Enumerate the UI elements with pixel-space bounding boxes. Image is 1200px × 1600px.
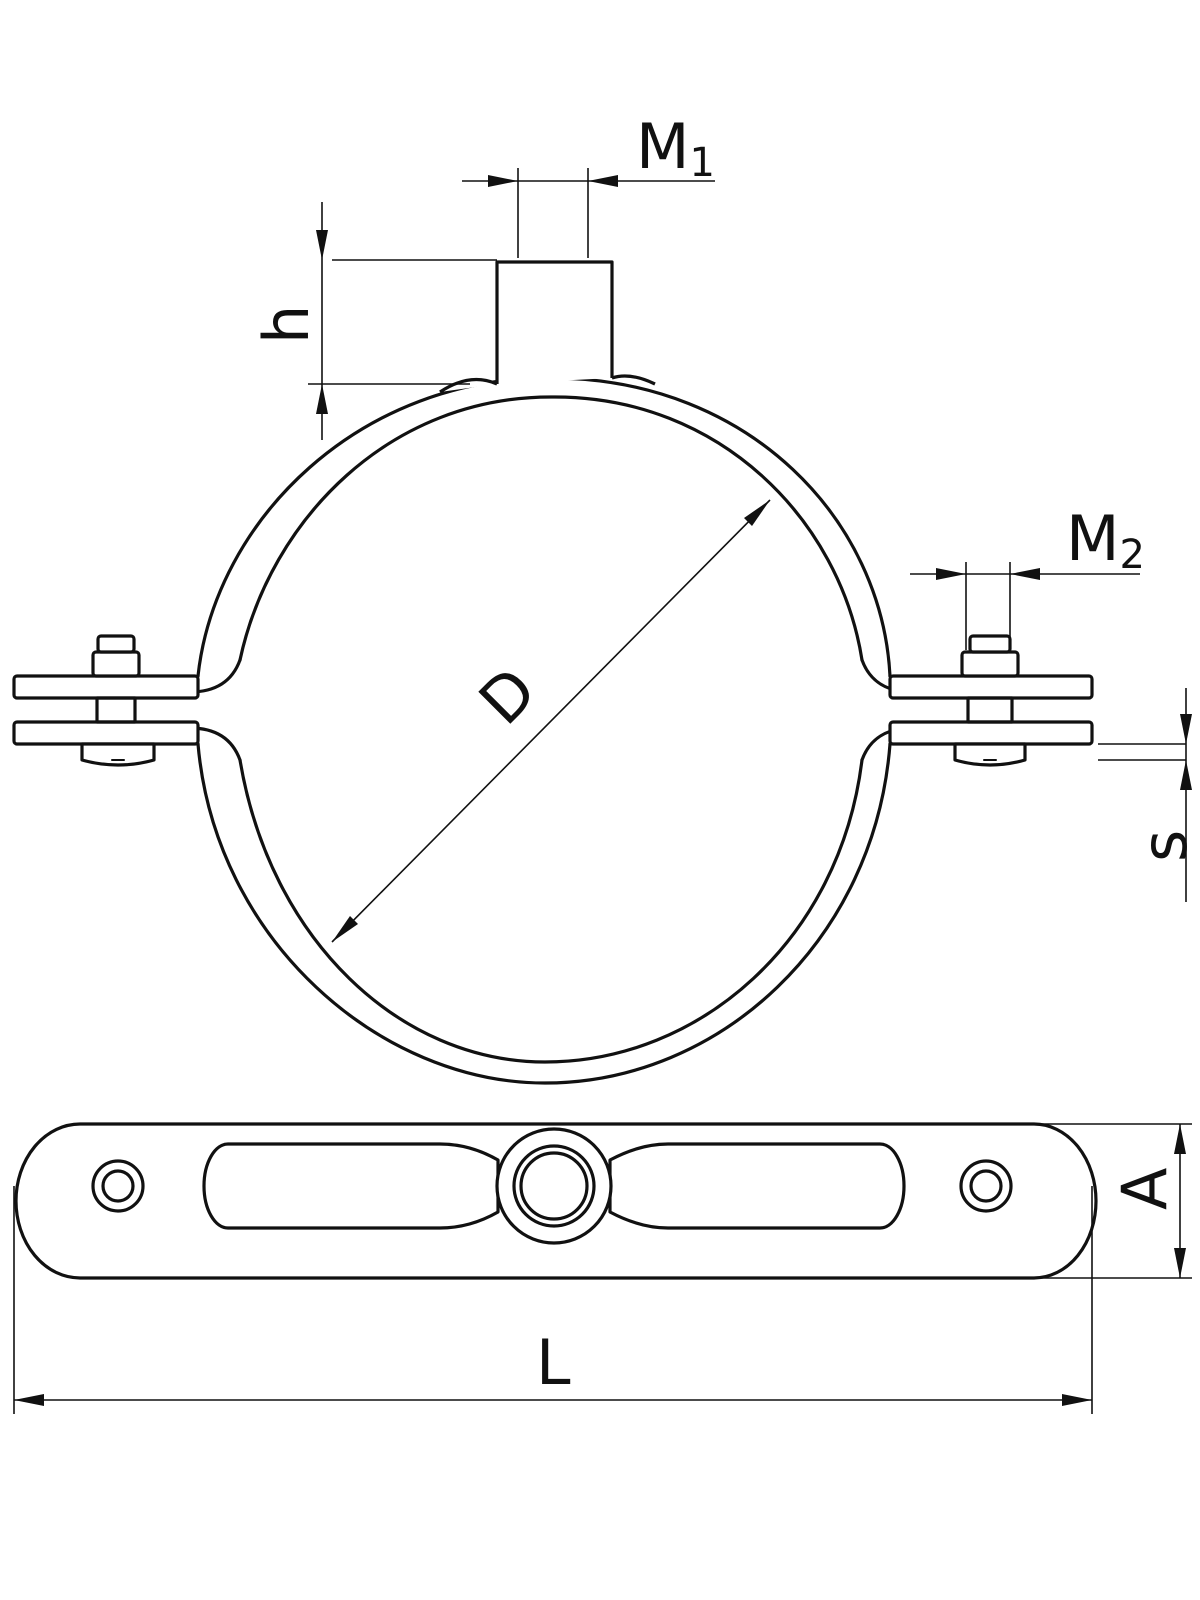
clamp-band-inner — [238, 395, 864, 662]
dimension-h: h — [250, 202, 497, 440]
base-plate-outline — [14, 1122, 1098, 1280]
label-M2: M2 — [1066, 502, 1145, 578]
clamp-band-inner-lower — [238, 758, 864, 1064]
base-plate-top-view — [14, 1122, 1098, 1280]
dimension-L: L — [13, 1186, 1093, 1414]
label-h: h — [250, 305, 323, 344]
clamp-front-view — [12, 260, 1094, 1085]
left-flange-upper — [12, 674, 200, 700]
dimension-A: A — [1036, 1123, 1192, 1279]
label-s: s — [1128, 830, 1200, 862]
left-mounting-hole — [91, 1159, 145, 1213]
label-M1: M1 — [636, 110, 715, 186]
clamp-band-outer-lower — [196, 742, 892, 1085]
left-screw — [80, 634, 156, 767]
right-mounting-hole — [959, 1159, 1013, 1213]
dimension-M1: M1 — [462, 110, 715, 258]
label-A: A — [1108, 1168, 1181, 1210]
threaded-boss — [439, 260, 656, 394]
dimension-s: s — [1098, 688, 1200, 902]
label-L: L — [536, 1326, 571, 1399]
dimension-M2: M2 — [910, 502, 1145, 650]
label-D: D — [465, 653, 550, 738]
center-threaded-hole — [495, 1127, 613, 1245]
right-flange-lower — [888, 720, 1094, 746]
left-flange-lower — [12, 720, 200, 746]
right-slot — [608, 1142, 906, 1230]
right-flange-upper — [888, 674, 1094, 700]
right-screw — [953, 634, 1027, 767]
dimension-D: D — [331, 499, 771, 943]
left-slot — [202, 1142, 500, 1230]
